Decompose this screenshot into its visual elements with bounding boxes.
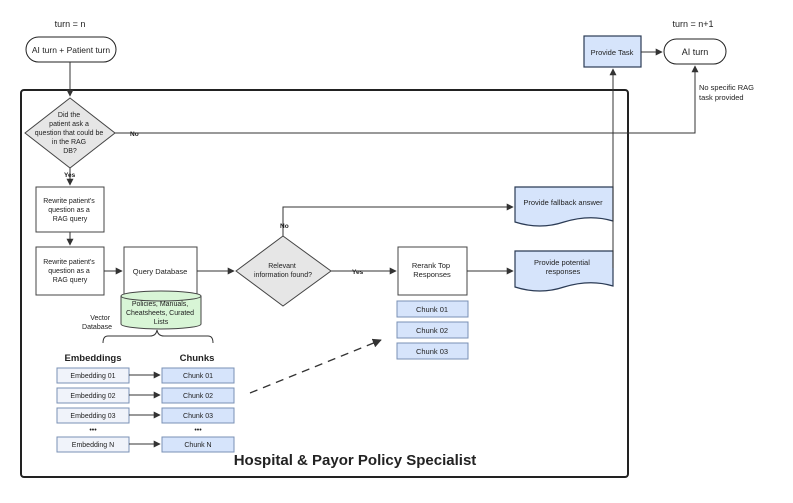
vector-db-label: Vector Database [82,315,112,331]
svg-text:Query Database: Query Database [133,267,188,276]
embedding-row: Embedding 02 Chunk 02 [56,387,235,404]
embeddings-ellipsis: ••• [89,427,97,434]
label-no-2: No [280,223,289,230]
svg-text:AI turn + Patient turn: AI turn + Patient turn [32,45,110,55]
chunks-header: Chunks [180,353,215,364]
svg-text:Rewrite patient's questi: Rewrite patient's question as a RAG quer… [43,259,96,284]
embeddings-header: Embeddings [64,353,121,364]
specialist-container [20,89,629,478]
svg-text:Chunk 03: Chunk 03 [183,413,213,420]
chunks-ellipsis: ••• [194,427,202,434]
svg-text:Chunk 01: Chunk 01 [183,373,213,380]
svg-text:Provide Task: Provide Task [591,48,634,57]
label-no-1: No [130,131,139,138]
rewrite-query-box-1: Rewrite patient's question as a RAG quer… [35,186,105,233]
start-node: AI turn + Patient turn [25,36,117,63]
rerank-chunk-list: Chunk 01 Chunk 02 Chunk 03 [396,300,469,360]
svg-text:Chunk N: Chunk N [184,442,211,449]
rewrite-query-box-2: Rewrite patient's question as a RAG quer… [35,246,105,296]
svg-text:Relevant information fou: Relevant information found? [254,263,312,279]
svg-text:AI turn: AI turn [682,47,709,57]
svg-text:Embedding N: Embedding N [72,442,114,449]
no-fallback-path [282,203,514,236]
svg-text:Chunk 01: Chunk 01 [416,305,448,314]
relevant-info-decision: Relevant information found? [235,235,332,307]
svg-text:Chunk 02: Chunk 02 [416,326,448,335]
no-rag-path [115,65,699,134]
svg-text:Embedding 01: Embedding 01 [70,373,115,380]
potential-responses-doc: Provide potential responses [514,250,614,292]
curly-brace [102,329,214,344]
embedding-row: Embedding N Chunk N [56,436,235,453]
fallback-answer-doc: Provide fallback answer [514,186,614,227]
svg-text:Did the patient ask a: Did the patient ask a question that coul… [35,112,105,155]
embedding-row: Embedding 01 Chunk 01 [56,367,235,384]
svg-text:Embedding 02: Embedding 02 [70,393,115,400]
rag-question-decision: Did the patient ask a question that coul… [24,97,116,169]
rerank-chunk-item: Chunk 03 [396,342,469,360]
vector-database-cylinder: Policies, Manuals, Cheatsheets, Curated … [120,290,202,330]
embedding-row: Embedding 03 Chunk 03 [56,407,235,424]
svg-text:Provide potential respon: Provide potential responses [534,258,592,276]
provide-task-box: Provide Task [583,35,642,68]
query-database-box: Query Database [123,246,198,296]
turn-end-label: turn = n+1 [672,19,713,29]
rerank-box: Rerank Top Responses [397,246,468,296]
no-rag-note: No specific RAG task provided [699,83,756,102]
label-yes-1: Yes [64,172,76,179]
svg-text:Policies, Manuals, Cheat: Policies, Manuals, Cheatsheets, Curated … [126,301,196,326]
svg-text:Rerank Top Responses: Rerank Top Responses [412,261,452,279]
svg-text:Embedding 03: Embedding 03 [70,413,115,420]
svg-text:Rewrite patient's questi: Rewrite patient's question as a RAG quer… [43,198,96,223]
rerank-chunk-item: Chunk 02 [396,321,469,339]
svg-text:Chunk 03: Chunk 03 [416,347,448,356]
svg-text:Provide fallback answer: Provide fallback answer [523,198,603,207]
turn-start-label: turn = n [55,19,86,29]
dashed-retrieval-arrow [249,338,382,394]
container-title: Hospital & Payor Policy Specialist [234,452,477,469]
svg-text:Chunk 02: Chunk 02 [183,393,213,400]
end-node: AI turn [663,38,727,65]
label-yes-2: Yes [352,269,364,276]
rerank-chunk-item: Chunk 01 [396,300,469,318]
